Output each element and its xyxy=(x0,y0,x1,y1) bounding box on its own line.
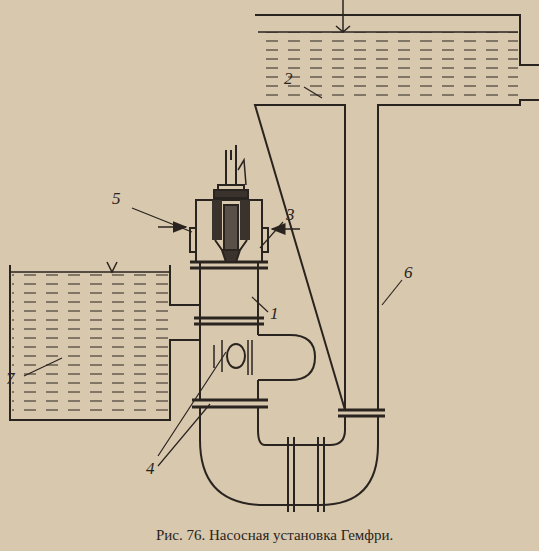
callout-number: 4 xyxy=(146,460,155,477)
upper-tank xyxy=(255,15,539,410)
callout-number: 1 xyxy=(270,305,279,322)
callout-number: 2 xyxy=(284,70,293,87)
callout-number: 7 xyxy=(6,370,15,387)
callout-number: 5 xyxy=(112,190,121,207)
figure-caption: Рис. 76. Насосная установка Гемфри. xyxy=(156,528,393,543)
valve xyxy=(227,344,245,368)
callout-number: 3 xyxy=(286,206,295,223)
callout-number: 6 xyxy=(404,264,413,281)
lower-tank xyxy=(10,265,200,420)
